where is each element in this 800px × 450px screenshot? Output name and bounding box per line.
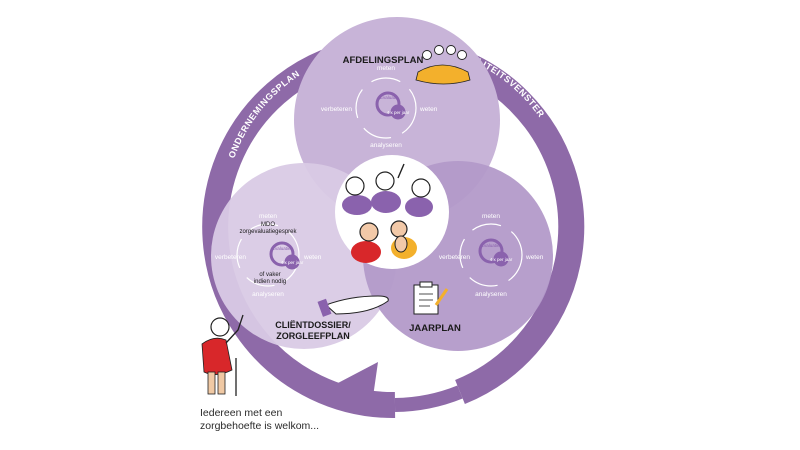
clipboard-pencil-icon — [413, 281, 449, 315]
cycle-verbeteren: verbeteren — [321, 106, 352, 113]
evaluatie-label: Evaluatie — [272, 246, 291, 251]
afdelingsplan-title: AFDELINGSPLAN — [343, 55, 424, 66]
ring-arrowhead — [338, 362, 378, 404]
clientdossier-title-line2: ZORGLEEFPLAN — [276, 331, 350, 341]
evaluatie-label: Evaluatie — [380, 95, 399, 100]
cycle-meten: meten — [377, 65, 395, 72]
caption-line-1: Iedereen met een — [200, 407, 283, 419]
cycle-analyseren: analyseren — [475, 291, 507, 298]
cycle-verbeteren: verbeteren — [439, 254, 470, 261]
cycle-weten: weten — [303, 254, 322, 261]
note-of-vaker: of vaker — [259, 272, 280, 278]
cycle-ring-right — [459, 223, 523, 287]
open-hand-icon — [317, 295, 389, 317]
evaluatie-frequency: 4 x per jaar — [281, 260, 304, 265]
caption-line-2: zorgbehoefte is welkom... — [200, 420, 320, 432]
people-illustration-icon — [335, 155, 449, 269]
note-mdo: MDO — [261, 222, 275, 228]
jaarplan-title: JAARPLAN — [409, 323, 461, 334]
afdelingsplan-section: AFDELINGSPLAN meten weten analyseren ver… — [321, 45, 471, 149]
cycle-weten: weten — [525, 254, 544, 261]
clientdossier-title-line1: CLIËNTDOSSIER/ — [275, 320, 351, 330]
cycle-weten: weten — [419, 106, 438, 113]
cycle-analyseren: analyseren — [252, 291, 284, 298]
cycle-meten: meten — [482, 213, 500, 220]
cycle-ring-left — [236, 223, 300, 287]
jaarplan-section: meten weten analyseren verbeteren Evalua… — [409, 213, 544, 334]
cycle-meten: meten — [259, 213, 277, 220]
group-of-people-icon — [415, 45, 471, 85]
evaluatie-frequency: 4 x per jaar — [387, 110, 410, 115]
note-zorgevaluatiegesprek: zorgevaluatiegesprek — [239, 229, 297, 235]
cycle-ring-top — [355, 77, 417, 139]
elderly-man-waving-icon — [201, 314, 244, 396]
evaluatie-label: Evaluatie — [481, 243, 500, 248]
welcome-caption: Iedereen met een zorgbehoefte is welkom.… — [200, 407, 380, 433]
evaluatie-frequency: 4 x per jaar — [490, 257, 513, 262]
cycle-analyseren: analyseren — [370, 142, 402, 149]
cycle-verbeteren: verbeteren — [215, 254, 246, 261]
note-indien-nodig: indien nodig — [254, 279, 286, 285]
clientdossier-section: meten weten analyseren verbeteren MDO zo… — [215, 213, 389, 341]
